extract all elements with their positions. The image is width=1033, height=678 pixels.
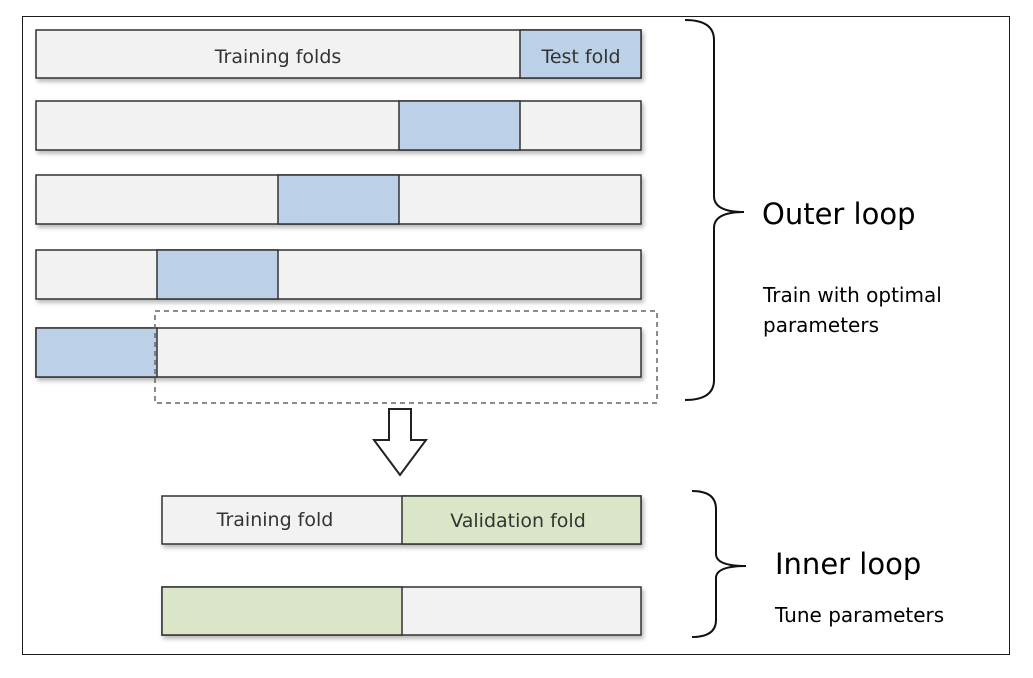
outer-row-1 [35, 29, 642, 79]
outer-row-5 [35, 327, 642, 378]
outer-loop-brace [684, 19, 745, 401]
test-fold-label: Test fold [540, 46, 620, 68]
training-fold-label: Training fold [216, 509, 334, 531]
validation-fold [401, 495, 642, 545]
outer-loop-desc-line-2: parameters [763, 313, 879, 337]
test-fold [398, 100, 521, 151]
test-fold [277, 174, 400, 225]
outer-loop-desc-line-1: Train with optimal [762, 283, 942, 307]
test-fold [156, 249, 279, 300]
outer-loop-title: Outer loop [762, 197, 916, 231]
training-folds-label: Training folds [214, 46, 342, 68]
test-fold [35, 327, 158, 378]
outer-row-2 [35, 100, 642, 151]
inner-row-2 [161, 586, 642, 636]
validation-fold-label: Validation fold [450, 510, 586, 532]
inner-loop-title: Inner loop [775, 547, 921, 581]
down-arrow-icon [372, 408, 428, 477]
inner-loop-desc: Tune parameters [774, 603, 944, 627]
test-fold [519, 29, 642, 79]
outer-row-3 [35, 174, 642, 225]
validation-fold [161, 586, 403, 636]
inner-loop-brace [691, 490, 747, 638]
outer-row-4 [35, 249, 642, 300]
inner-row-1 [161, 495, 642, 545]
